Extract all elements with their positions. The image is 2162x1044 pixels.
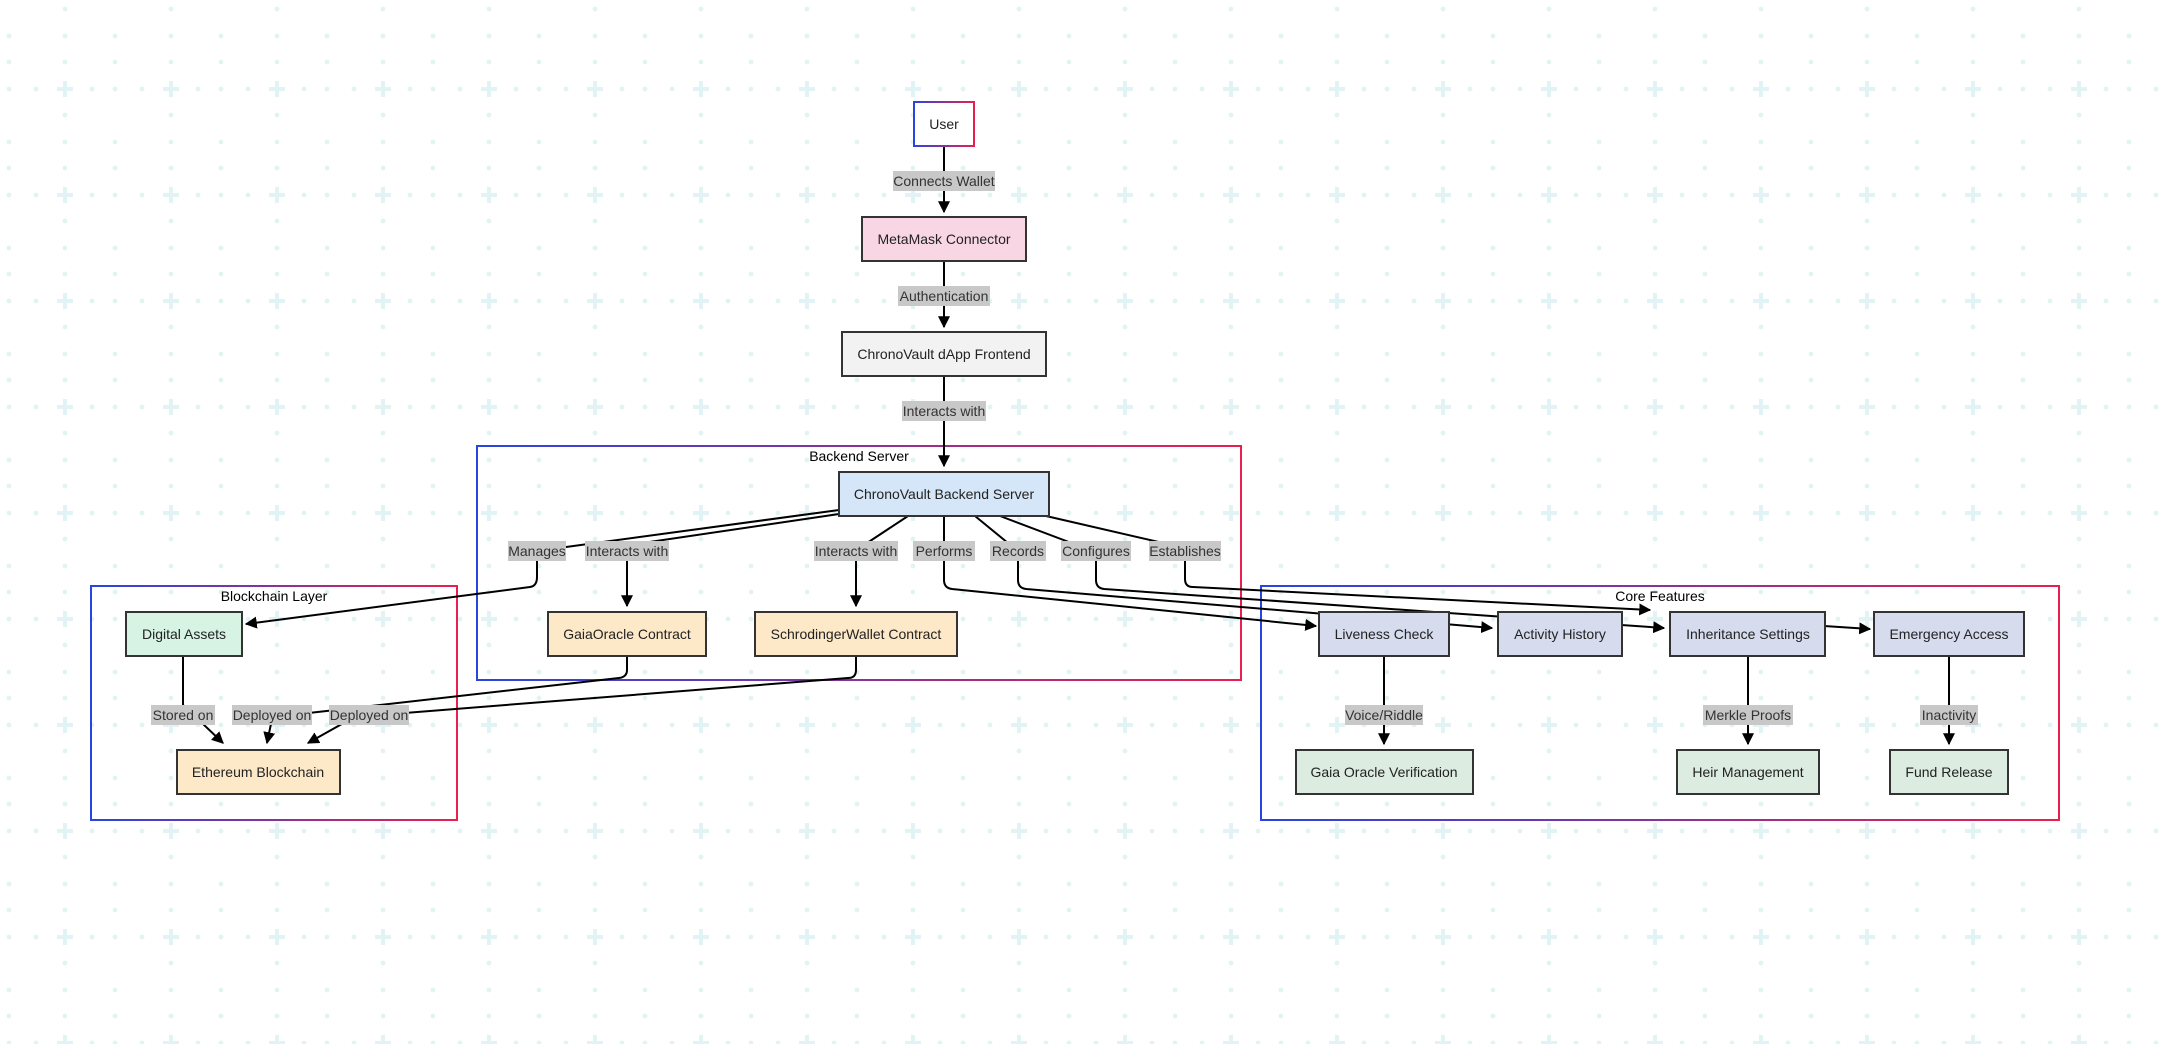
group-backend-border bbox=[476, 445, 1242, 681]
node-ethereum-blockchain[interactable]: Ethereum Blockchain bbox=[176, 749, 341, 795]
node-gaiaoracle-contract[interactable]: GaiaOracle Contract bbox=[547, 611, 707, 657]
group-core-features: Core Features bbox=[1260, 585, 2060, 821]
node-fund-release[interactable]: Fund Release bbox=[1889, 749, 2009, 795]
group-backend-title: Backend Server bbox=[809, 448, 909, 464]
edge-label-configures: Configures bbox=[1061, 541, 1131, 561]
svg-text:Inheritance Settings: Inheritance Settings bbox=[1686, 626, 1810, 642]
svg-text:Inactivity: Inactivity bbox=[1922, 707, 1976, 723]
group-blockchain-title: Blockchain Layer bbox=[221, 588, 328, 604]
edge-label-interacts-with-schrodinger: Interacts with bbox=[814, 541, 898, 561]
svg-text:Deployed on: Deployed on bbox=[330, 707, 409, 723]
group-blockchain-border bbox=[90, 585, 458, 821]
group-blockchain-layer: Blockchain Layer bbox=[90, 585, 458, 821]
edge-label-merkle-proofs: Merkle Proofs bbox=[1703, 705, 1793, 725]
svg-text:Deployed on: Deployed on bbox=[233, 707, 312, 723]
edge-labels: Connects Wallet Authentication Interacts… bbox=[151, 171, 1978, 725]
svg-text:Interacts with: Interacts with bbox=[586, 543, 668, 559]
edge-inheritance-emergency bbox=[1823, 622, 1872, 635]
node-digital-assets[interactable]: Digital Assets bbox=[125, 611, 243, 657]
edge-backend-liveness bbox=[943, 516, 1318, 631]
edge-label-performs: Performs bbox=[913, 541, 975, 561]
svg-text:Establishes: Establishes bbox=[1149, 543, 1221, 559]
edge-label-connects-wallet: Connects Wallet bbox=[893, 171, 995, 191]
svg-text:Manages: Manages bbox=[508, 543, 566, 559]
svg-text:GaiaOracle Contract: GaiaOracle Contract bbox=[563, 626, 691, 642]
svg-text:Records: Records bbox=[992, 543, 1044, 559]
edge-label-deployed-on-schrodinger: Deployed on bbox=[329, 705, 409, 725]
svg-text:Merkle Proofs: Merkle Proofs bbox=[1705, 707, 1791, 723]
svg-text:Configures: Configures bbox=[1062, 543, 1130, 559]
svg-text:Performs: Performs bbox=[916, 543, 973, 559]
node-inheritance-settings[interactable]: Inheritance Settings bbox=[1669, 611, 1826, 657]
group-core-title: Core Features bbox=[1615, 588, 1704, 604]
edge-label-inactivity: Inactivity bbox=[1920, 705, 1978, 725]
node-dapp-frontend[interactable]: ChronoVault dApp Frontend bbox=[841, 331, 1047, 377]
edge-label-records: Records bbox=[990, 541, 1046, 561]
node-backend-server[interactable]: ChronoVault Backend Server bbox=[838, 471, 1050, 517]
svg-text:User: User bbox=[929, 116, 959, 132]
edge-label-interacts-with-frontend: Interacts with bbox=[902, 401, 986, 421]
edge-label-deployed-on-gaia: Deployed on bbox=[232, 705, 312, 725]
svg-text:Connects Wallet: Connects Wallet bbox=[893, 173, 995, 189]
svg-text:Digital Assets: Digital Assets bbox=[142, 626, 226, 642]
svg-text:Activity History: Activity History bbox=[1514, 626, 1606, 642]
edge-label-stored-on: Stored on bbox=[151, 705, 215, 725]
svg-text:Ethereum Blockchain: Ethereum Blockchain bbox=[192, 764, 324, 780]
node-emergency-access[interactable]: Emergency Access bbox=[1873, 611, 2025, 657]
svg-text:Authentication: Authentication bbox=[900, 288, 989, 304]
node-gaia-oracle-verification[interactable]: Gaia Oracle Verification bbox=[1295, 749, 1474, 795]
svg-text:SchrodingerWallet Contract: SchrodingerWallet Contract bbox=[771, 626, 942, 642]
edge-schrodinger-ethereum bbox=[306, 656, 857, 744]
edge-backend-emergency bbox=[1045, 515, 1652, 616]
svg-text:MetaMask Connector: MetaMask Connector bbox=[877, 231, 1010, 247]
node-metamask-connector[interactable]: MetaMask Connector bbox=[861, 216, 1027, 262]
node-activity-history[interactable]: Activity History bbox=[1497, 611, 1623, 657]
edge-label-authentication: Authentication bbox=[898, 286, 990, 306]
svg-text:ChronoVault Backend Server: ChronoVault Backend Server bbox=[854, 486, 1035, 502]
edge-label-establishes: Establishes bbox=[1149, 541, 1221, 561]
edge-assets-ethereum bbox=[182, 656, 224, 744]
svg-text:Gaia Oracle Verification: Gaia Oracle Verification bbox=[1310, 764, 1457, 780]
svg-text:ChronoVault dApp Frontend: ChronoVault dApp Frontend bbox=[857, 346, 1030, 362]
svg-text:Stored on: Stored on bbox=[153, 707, 214, 723]
edge-gaia-ethereum bbox=[263, 656, 628, 745]
edge-label-voice-riddle: Voice/Riddle bbox=[1345, 705, 1423, 725]
svg-text:Interacts with: Interacts with bbox=[815, 543, 897, 559]
node-liveness-check[interactable]: Liveness Check bbox=[1318, 611, 1450, 657]
svg-text:Interacts with: Interacts with bbox=[903, 403, 985, 419]
svg-text:Fund Release: Fund Release bbox=[1905, 764, 1992, 780]
group-backend-server: Backend Server bbox=[476, 445, 1242, 681]
svg-text:Voice/Riddle: Voice/Riddle bbox=[1345, 707, 1423, 723]
svg-text:Emergency Access: Emergency Access bbox=[1889, 626, 2008, 642]
node-heir-management[interactable]: Heir Management bbox=[1676, 749, 1820, 795]
group-core-border bbox=[1260, 585, 2060, 821]
node-schrodingerwallet-contract[interactable]: SchrodingerWallet Contract bbox=[754, 611, 958, 657]
node-user[interactable]: User bbox=[913, 101, 975, 147]
svg-text:Heir Management: Heir Management bbox=[1692, 764, 1803, 780]
edge-label-interacts-with-gaia: Interacts with bbox=[585, 541, 669, 561]
nodes: User MetaMask Connector ChronoVault dApp… bbox=[125, 101, 2025, 795]
edge-label-manages: Manages bbox=[508, 541, 566, 561]
svg-text:Liveness Check: Liveness Check bbox=[1335, 626, 1435, 642]
